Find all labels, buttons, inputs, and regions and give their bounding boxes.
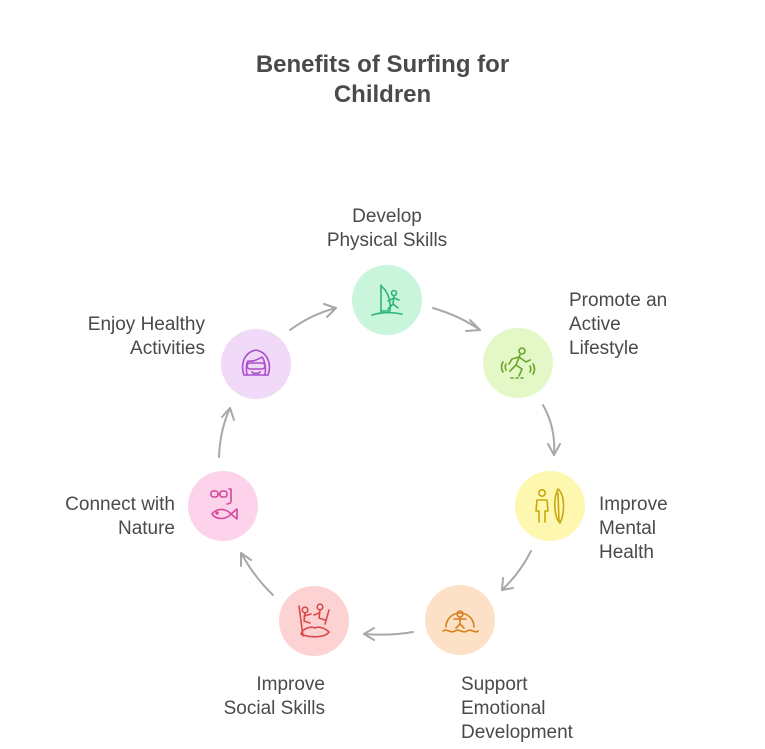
title-line-1: Benefits of Surfing for: [255, 51, 510, 78]
label-active-lifestyle: Promote an Active Lifestyle: [569, 289, 719, 361]
girl-face-icon: [241, 349, 271, 376]
node-healthy-activities: [221, 329, 291, 399]
label-line: Nature: [117, 518, 175, 539]
arrow-nature-to-healthy: [218, 407, 231, 458]
windsurfer-icon: [371, 284, 403, 316]
diagram-title: Benefits of Surfing for Children: [0, 50, 765, 110]
title-line-2: Children: [333, 81, 432, 108]
arrow-emotional-to-social-head: [363, 627, 375, 641]
arrow-physical-to-active-head: [465, 319, 481, 332]
label-line: Connect with: [65, 494, 175, 515]
label-line: Lifestyle: [569, 338, 639, 359]
label-line: Enjoy Healthy: [87, 314, 205, 335]
snorkel-fish-icon: [210, 488, 238, 520]
label-line: Mental: [599, 518, 657, 539]
label-line: Physical Skills: [326, 230, 448, 251]
person-in-wave-icon: [442, 610, 479, 633]
runner-icon: [500, 347, 536, 379]
label-line: Improve: [599, 494, 668, 515]
arrow-mental-to-emotional: [501, 550, 532, 591]
node-physical-skills: [352, 265, 422, 335]
node-connect-nature: [188, 471, 258, 541]
surfer-with-board-icon: [535, 488, 565, 524]
arrow-nature-to-healthy-head: [221, 407, 235, 421]
arrow-mental-to-emotional-head: [501, 577, 514, 591]
arrow-active-to-mental-head: [547, 443, 561, 456]
node-social-skills: [279, 586, 349, 656]
label-connect-nature: Connect with Nature: [15, 493, 175, 541]
node-active-lifestyle: [483, 328, 553, 398]
node-mental-health: [515, 471, 585, 541]
arrow-social-to-nature-head: [240, 552, 252, 567]
label-emotional-development: Support Emotional Development: [461, 673, 631, 745]
label-healthy-activities: Enjoy Healthy Activities: [35, 313, 205, 361]
label-physical-skills: Develop Physical Skills: [307, 205, 467, 253]
arrow-active-to-mental: [542, 404, 556, 456]
arrow-emotional-to-social: [363, 631, 414, 636]
arrow-healthy-to-physical-head: [323, 303, 337, 318]
label-line: Active: [569, 314, 621, 335]
label-line: Support: [461, 674, 528, 695]
label-line: Activities: [130, 338, 205, 359]
label-social-skills: Improve Social Skills: [165, 673, 325, 721]
label-line: Promote an: [569, 290, 668, 311]
label-line: Development: [461, 722, 573, 743]
label-line: Develop: [352, 206, 422, 227]
label-line: Social Skills: [223, 698, 325, 719]
label-line: Improve: [256, 674, 325, 695]
node-emotional-development: [425, 585, 495, 655]
paddlers-icon: [298, 603, 330, 638]
label-mental-health: Improve Mental Health: [599, 493, 739, 565]
label-line: Health: [599, 542, 654, 563]
arrow-social-to-nature: [240, 552, 274, 596]
label-line: Emotional: [461, 698, 546, 719]
arrow-physical-to-active: [432, 307, 481, 331]
arrow-healthy-to-physical: [289, 307, 337, 331]
